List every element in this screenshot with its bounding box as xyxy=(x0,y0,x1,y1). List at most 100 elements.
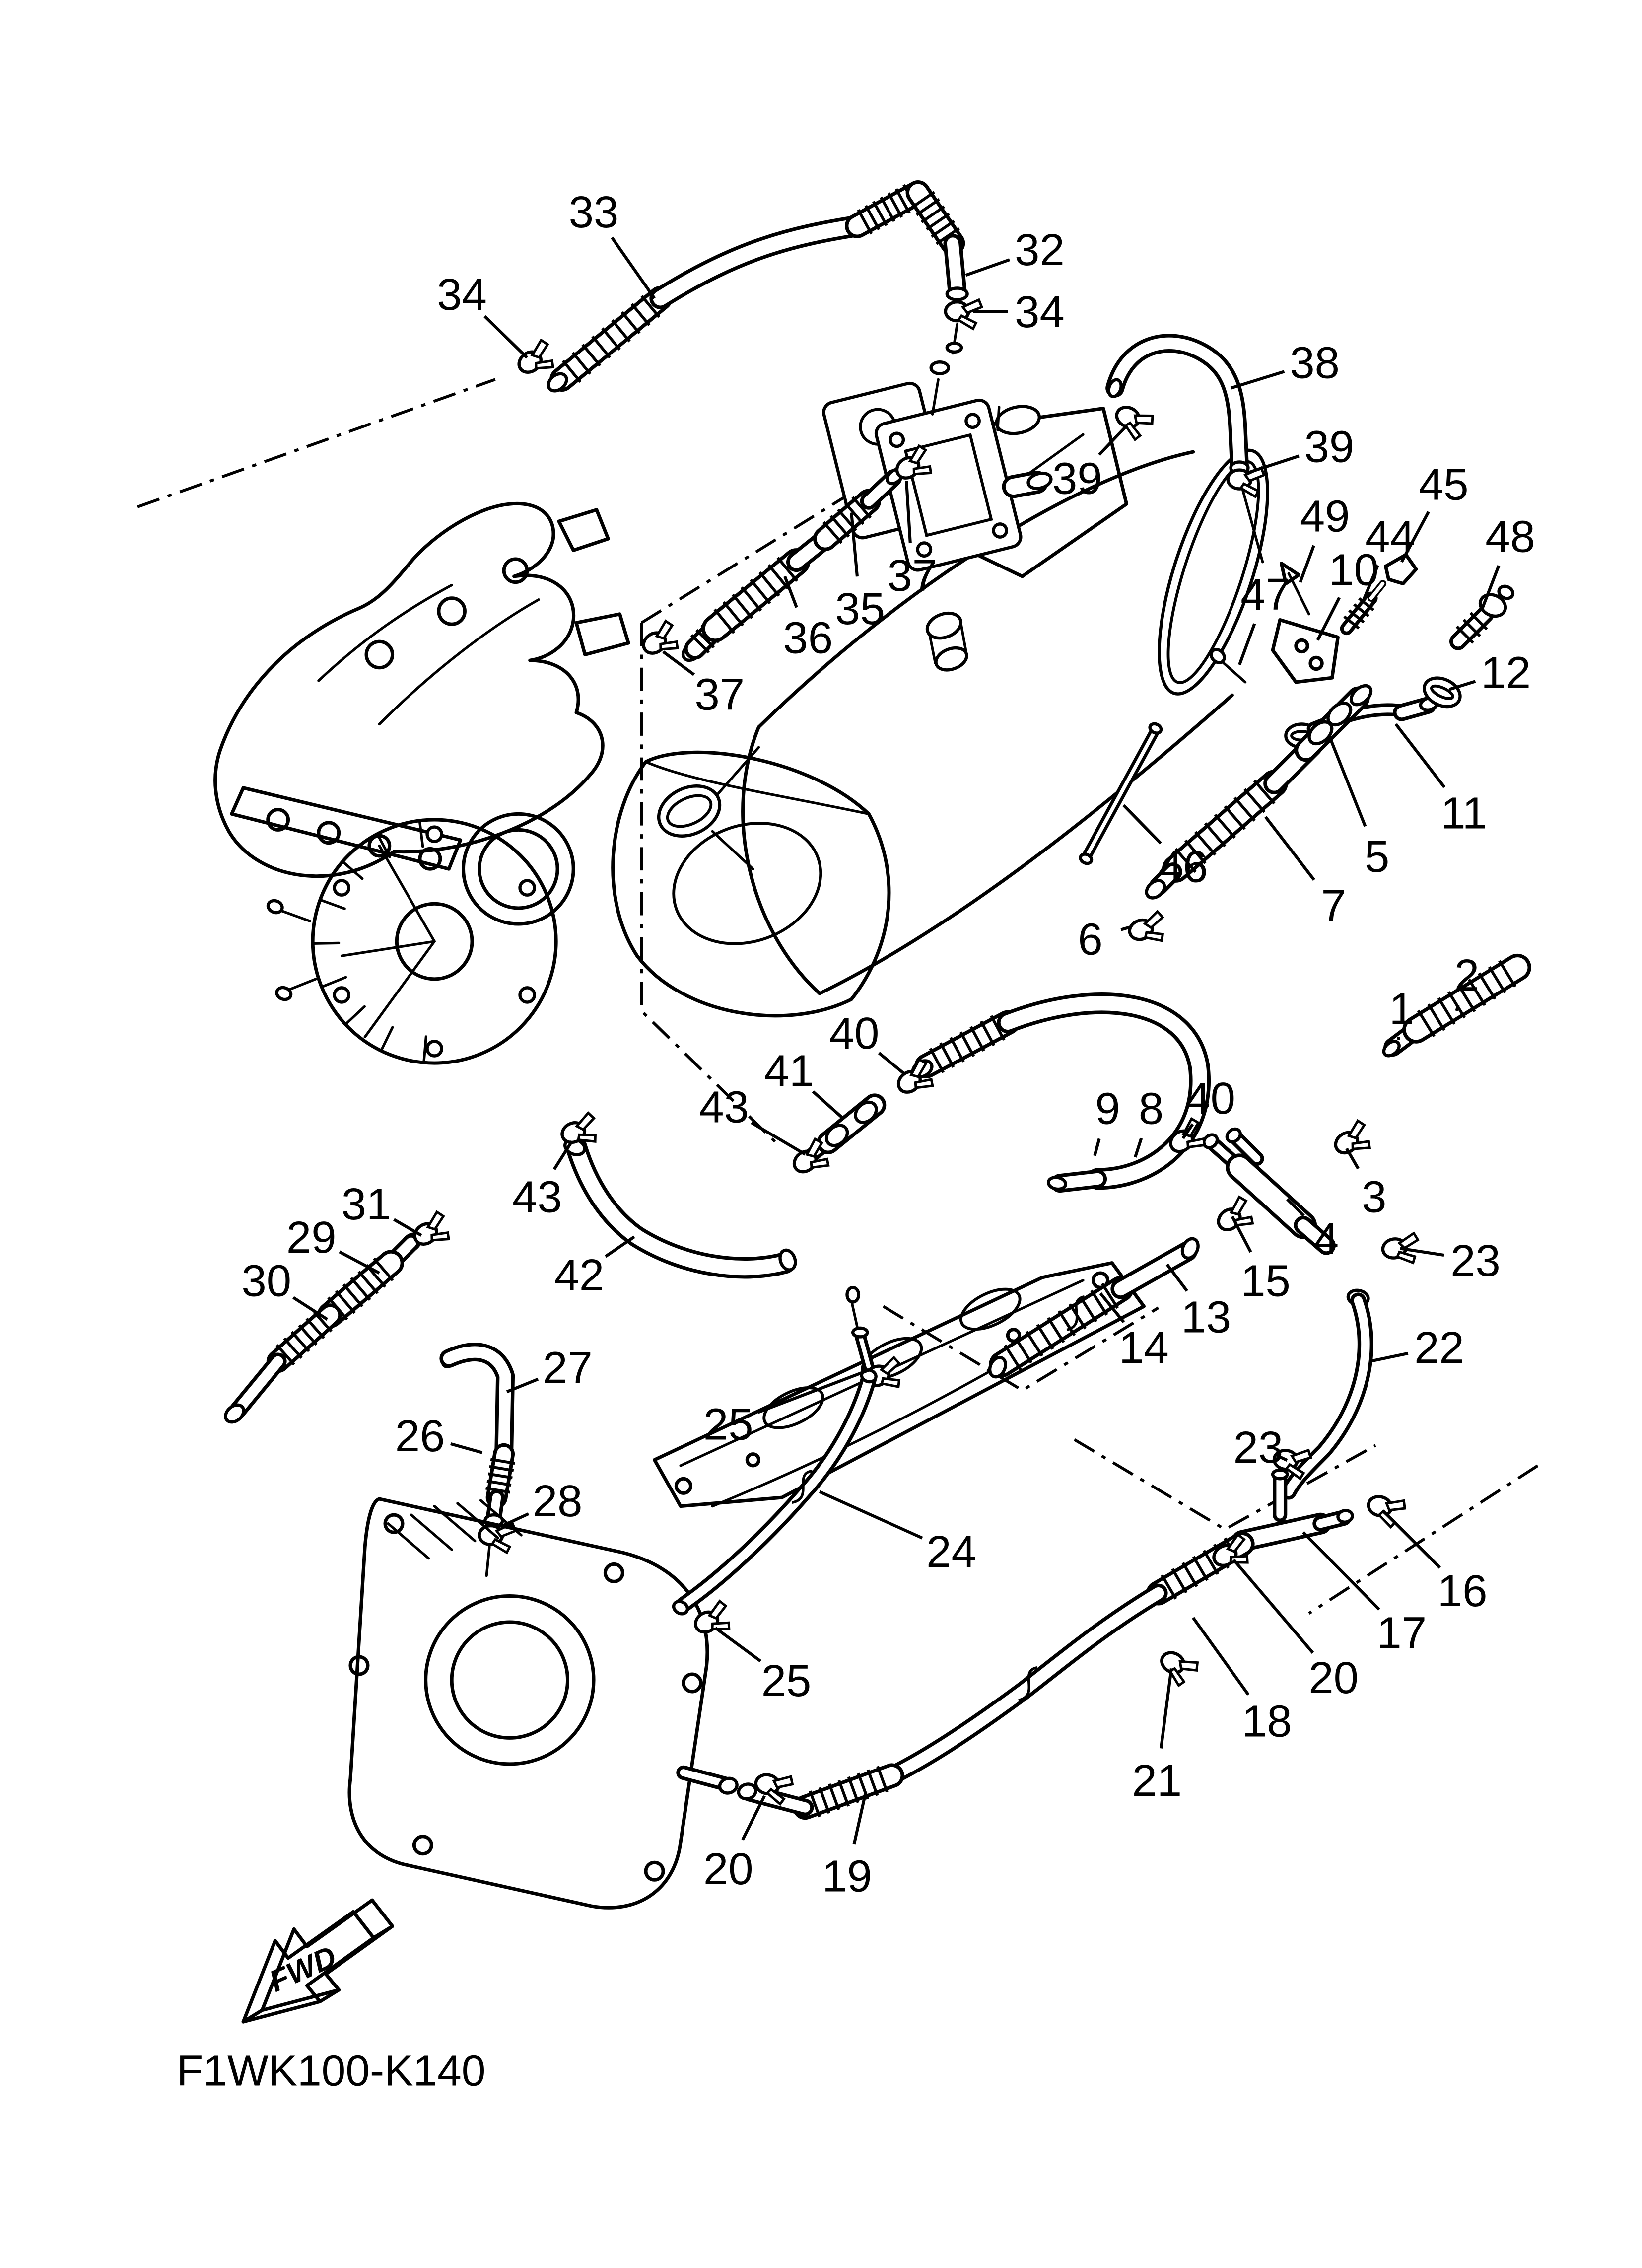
hose-rib xyxy=(1469,612,1488,631)
leader-line xyxy=(1316,597,1341,641)
leader-line xyxy=(1122,804,1162,845)
part-outline xyxy=(611,750,891,1018)
part-detail-line xyxy=(928,633,937,665)
hose-clamp-icon xyxy=(1381,1231,1420,1265)
part-detail-line xyxy=(276,908,311,922)
hose-end-cap xyxy=(778,1248,797,1272)
hose-clamp-icon xyxy=(792,1137,830,1174)
hose-rib xyxy=(827,1783,840,1811)
leader-line xyxy=(1230,370,1285,390)
hose-rib xyxy=(949,1037,965,1063)
leader-line xyxy=(714,1627,762,1663)
hose-clamp-icon xyxy=(560,1111,597,1144)
leader-line xyxy=(662,650,695,676)
hose-end-cap xyxy=(1497,584,1515,600)
hose-clamp-icon xyxy=(944,298,984,331)
hose-rib xyxy=(864,205,881,230)
hose-rib xyxy=(640,294,661,318)
part-outline xyxy=(1280,562,1301,586)
hose-segment xyxy=(1114,1245,1194,1296)
part-detail-line xyxy=(479,1499,523,1537)
hose-rib xyxy=(851,496,872,519)
part-number-label: 37 xyxy=(887,551,937,601)
leader-line xyxy=(1369,1351,1409,1363)
hose-rib xyxy=(1047,1317,1065,1344)
part-circle xyxy=(383,1513,405,1534)
bolt-hole xyxy=(333,879,351,897)
cover-fin xyxy=(418,819,424,848)
part-detail-line xyxy=(644,760,870,815)
hose-rib xyxy=(809,1790,821,1818)
hose-rib xyxy=(591,335,612,359)
leader-line xyxy=(1098,425,1128,456)
part-number-label: 48 xyxy=(1485,511,1535,562)
part-circle xyxy=(1308,655,1324,671)
hose-rib xyxy=(969,1026,985,1052)
part-number-label: 10 xyxy=(1329,545,1379,595)
part-number-label: 12 xyxy=(1481,648,1531,698)
hose-end-cap xyxy=(1326,702,1353,727)
leader-line xyxy=(741,1795,766,1841)
part-number-label: 2 xyxy=(1454,950,1479,1000)
hose-end-cap xyxy=(1349,684,1373,707)
hose-rib xyxy=(1004,1344,1022,1371)
hose-segment xyxy=(1297,1219,1332,1252)
hose-rib xyxy=(290,1331,310,1352)
hose-rib xyxy=(713,608,735,634)
hose-end-cap xyxy=(1148,722,1163,735)
hose-end-cap xyxy=(1079,852,1094,865)
hose-clamp-icon xyxy=(895,444,933,480)
hose-end-cap xyxy=(1107,378,1123,398)
leader-line xyxy=(506,1377,539,1394)
hose-rib xyxy=(1058,1310,1076,1337)
hose-segment xyxy=(653,218,865,306)
hose-end-cap xyxy=(995,405,1041,435)
hose-segment xyxy=(886,1587,1164,1781)
diagram-code: F1WK100-K140 xyxy=(177,2046,486,2095)
hose-segment xyxy=(679,1374,874,1609)
part-number-label: 33 xyxy=(569,187,619,237)
part-circle xyxy=(364,639,395,670)
leader-line xyxy=(905,481,912,544)
hose-end-cap xyxy=(945,342,963,354)
hose-rib xyxy=(1204,822,1227,848)
part-outline xyxy=(1271,618,1340,684)
diagram-line-art xyxy=(137,180,1539,2024)
part-number-label: 11 xyxy=(1440,788,1487,839)
leader-line xyxy=(450,1442,483,1454)
part-circle xyxy=(395,902,474,981)
hose-rib xyxy=(571,352,592,375)
part-detail-line xyxy=(285,978,317,992)
hose-rib xyxy=(1224,805,1246,830)
part-detail-line xyxy=(410,1513,453,1551)
leader-line xyxy=(757,1368,870,1414)
hose-rib xyxy=(1462,618,1481,638)
hose-rib xyxy=(1192,1556,1209,1581)
hose-segment xyxy=(1235,1516,1328,1549)
hose-rib xyxy=(959,1031,975,1057)
construction-line xyxy=(640,623,779,1145)
part-number-label: 43 xyxy=(512,1172,562,1222)
cover-fin xyxy=(376,833,391,858)
hose-end-cap xyxy=(1145,879,1166,900)
part-circle xyxy=(450,1620,570,1740)
hose-rib xyxy=(829,514,850,538)
hose-rib xyxy=(373,1257,394,1281)
hose-clamp-icon xyxy=(1334,1119,1371,1155)
hose-rib xyxy=(342,1283,364,1308)
hose-end-cap xyxy=(672,1600,689,1616)
hose-segment xyxy=(1084,728,1158,859)
hose-end-cap xyxy=(1180,1237,1200,1260)
construction-line xyxy=(1073,1438,1376,1531)
bolt-hole xyxy=(518,879,536,897)
hose-rib xyxy=(1488,966,1506,994)
hose-segment xyxy=(443,1346,511,1460)
hose-rib xyxy=(925,213,950,231)
leader-line xyxy=(1286,1198,1305,1217)
hose-rib xyxy=(1181,1562,1198,1587)
hose-rib xyxy=(758,571,780,597)
hose-rib xyxy=(489,1465,514,1472)
hose-rib xyxy=(283,1337,303,1359)
